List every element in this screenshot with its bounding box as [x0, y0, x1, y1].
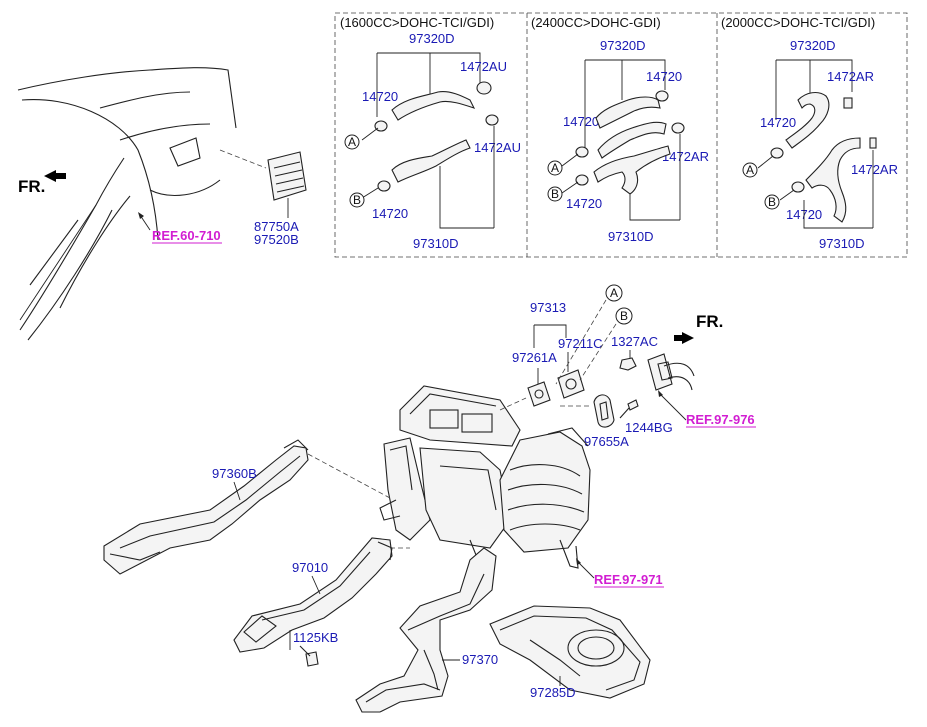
center-duct-label: 97370	[462, 652, 498, 667]
variant-panel: (1600CC>DOHC-TCI/GDI) 97320D 1472AU 1472…	[334, 12, 908, 258]
heater-pipe	[647, 353, 695, 391]
ref-heater-callout: REF.97-976	[658, 390, 756, 428]
variant-1600cc: (1600CC>DOHC-TCI/GDI) 97320D 1472AU 1472…	[340, 15, 521, 251]
variant-1-top-hose-label: 97320D	[409, 31, 455, 46]
seal	[593, 394, 615, 428]
variant-2-cap-bottom-label: 1472AR	[662, 149, 709, 164]
variant-2-clamp-a-label: 14720	[563, 114, 599, 129]
variant-2-bottom-hose-label: 97310D	[608, 229, 654, 244]
variant-3-callout-b-text: B	[768, 195, 776, 209]
grille-part-number-2: 97520B	[254, 232, 299, 247]
variant-3-callout-a-text: A	[746, 163, 754, 177]
variant-3-cap-top-label: 1472AR	[827, 69, 874, 84]
variant-2-header: (2400CC>DOHC-GDI)	[531, 15, 661, 30]
callout-b-main-text: B	[620, 309, 628, 323]
gasket-group-label: 97313	[530, 300, 566, 315]
bolt	[627, 399, 639, 411]
ref-heater-text[interactable]: REF.97-976	[686, 412, 755, 427]
callout-a-main-text: A	[610, 286, 618, 300]
gasket-2	[557, 369, 585, 399]
variant-3-header: (2000CC>DOHC-TCI/GDI)	[721, 15, 875, 30]
ref-blower-callout: REF.97-971	[576, 558, 664, 588]
cover-panel: 97285D	[489, 605, 651, 700]
nut-label: 1327AC	[611, 334, 658, 349]
variant-2-top-hose	[595, 96, 661, 129]
floor-duct-label: 97010	[292, 560, 328, 575]
variant-1-cap-bottom-label: 1472AU	[474, 140, 521, 155]
gasket-group: 97313 97261A 97211C A B 1327AC 97655A 12…	[512, 284, 673, 449]
bolt-label: 1244BG	[625, 420, 673, 435]
variant-1-bottom-hose	[391, 139, 471, 183]
variant-2-bottom-hose	[593, 145, 671, 195]
gasket-1	[527, 381, 551, 407]
variant-1-callout-b	[349, 192, 365, 208]
variant-1-callout-b-text: B	[353, 193, 361, 207]
seal-label: 97655A	[584, 434, 629, 449]
gasket-1-label: 97261A	[512, 350, 557, 365]
variant-2000cc: (2000CC>DOHC-TCI/GDI) 97320D 1472AR 1472…	[721, 15, 898, 251]
rear-duct-label: 97360B	[212, 466, 257, 481]
nut	[619, 357, 637, 371]
variant-2-cap-top-label: 14720	[646, 69, 682, 84]
callout-b-main	[615, 307, 633, 325]
variant-3-bottom-hose-label: 97310D	[819, 236, 865, 251]
variant-2-callout-b-text: B	[551, 187, 559, 201]
ref-blower-text[interactable]: REF.97-971	[594, 572, 663, 587]
variant-2-callout-b	[547, 186, 563, 202]
variant-2-top-hose-label: 97320D	[600, 38, 646, 53]
variant-1-header: (1600CC>DOHC-TCI/GDI)	[340, 15, 494, 30]
variant-3-top-hose-label: 97320D	[790, 38, 836, 53]
variant-1-callout-a-text: A	[348, 135, 356, 149]
variant-1-top-hose	[391, 91, 476, 121]
floor-duct: 97010 1125KB	[233, 537, 410, 667]
variant-1-clamp-a-label: 14720	[362, 89, 398, 104]
ref-body-text[interactable]: REF.60-710	[152, 228, 221, 243]
center-duct: 97370	[355, 547, 498, 713]
variant-1-cap-top-label: 1472AU	[460, 59, 507, 74]
rear-duct: 97360B	[103, 439, 391, 575]
variant-3-callout-a	[742, 162, 758, 178]
ref-body-callout: REF.60-710	[138, 212, 222, 244]
variant-3-cap-bottom-label: 1472AR	[851, 162, 898, 177]
cover-label: 97285D	[530, 685, 576, 700]
variant-3-clamp-a-label: 14720	[760, 115, 796, 130]
screw-label: 1125KB	[293, 630, 338, 645]
fr-direction-label-right: FR.	[696, 312, 723, 331]
variant-2-callout-a-text: A	[551, 161, 559, 175]
hvac-unit	[379, 385, 592, 569]
variant-2400cc: (2400CC>DOHC-GDI) 97320D 14720 14720 A 1…	[531, 15, 709, 244]
fr-direction-label-left: FR.	[18, 177, 45, 196]
variant-1-clamp-b-label: 14720	[372, 206, 408, 221]
variant-1-bottom-hose-label: 97310D	[413, 236, 459, 251]
variant-3-top-hose	[785, 91, 830, 149]
grille-part-number-1: 87750A	[254, 219, 299, 234]
variant-2-callout-a	[547, 160, 563, 176]
fr-arrow-right-icon	[674, 332, 694, 344]
callout-a-main	[605, 284, 623, 302]
variant-2-clamp-b-label: 14720	[566, 196, 602, 211]
variant-1-callout-a	[344, 134, 360, 150]
variant-3-bottom-hose	[805, 137, 861, 223]
variant-3-callout-b	[764, 194, 780, 210]
rear-grille	[267, 151, 307, 201]
body-quarter-panel: 87750A 97520B	[17, 67, 307, 341]
fr-arrow-left-icon	[44, 170, 66, 182]
